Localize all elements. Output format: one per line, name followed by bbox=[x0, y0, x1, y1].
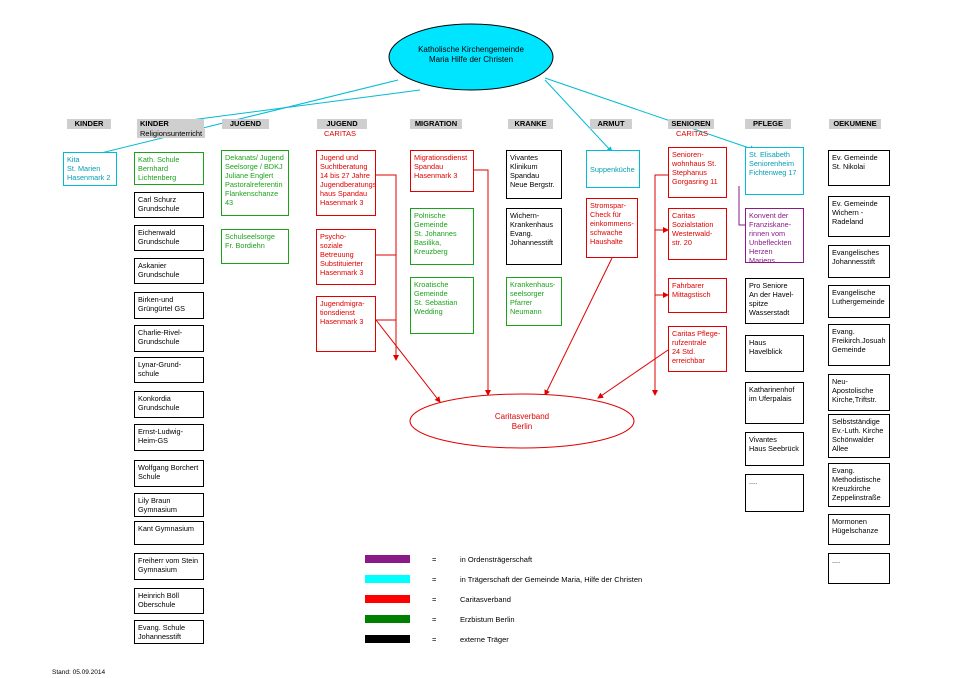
caritas-node-label: Caritasverband Berlin bbox=[494, 412, 550, 431]
box-pflege-more: .... bbox=[745, 474, 804, 512]
box-kita-st-marien: Kita St. Marien Hasenmark 2 bbox=[63, 152, 117, 186]
box-oekumene: Selbstständige Ev.-Luth. Kirche Schönwal… bbox=[828, 414, 890, 458]
caritas-ellipse bbox=[409, 393, 635, 449]
box-oekumene: Ev. Gemeinde Wichern - Radeland bbox=[828, 196, 890, 237]
box-krankenhausseelsorger: Krankenhaus- seelsorger Pfarrer Neumann bbox=[506, 277, 562, 326]
box-suppenkueche: Suppenküche bbox=[586, 150, 640, 188]
header-oekumene: OEKUMENE bbox=[829, 119, 881, 129]
box-school: Ernst-Ludwig- Heim-GS bbox=[134, 424, 204, 451]
box-school: Evang. Schule Johannesstift bbox=[134, 620, 204, 644]
legend-swatch-black bbox=[365, 635, 410, 643]
header-migration: MIGRATION bbox=[410, 119, 462, 129]
box-haus-havelblick: Haus Havelblick bbox=[745, 335, 804, 372]
legend-swatch-red bbox=[365, 595, 410, 603]
header-senioren-sub: CARITAS bbox=[676, 129, 708, 138]
box-migrationsdienst: Migrationsdienst Spandau Hasenmark 3 bbox=[410, 150, 474, 192]
box-school: Birken-und Grüngürtel GS bbox=[134, 292, 204, 319]
box-school: Charlie-Rivel- Grundschule bbox=[134, 325, 204, 352]
legend-label: in Ordensträgerschaft bbox=[460, 555, 533, 564]
link-senioren-to-caritas bbox=[652, 174, 668, 396]
header-pflege: PFLEGE bbox=[745, 119, 791, 129]
legend-eq: = bbox=[432, 595, 437, 604]
box-oekumene: Neu- Apostolische Kirche,Triftstr. bbox=[828, 374, 890, 411]
box-oekumene: Evang. Freikirch.Josuah Gemeinde bbox=[828, 324, 890, 366]
top-node-ellipse bbox=[388, 23, 554, 91]
box-kroatische-gemeinde: Kroatische Gemeinde St. Sebastian Weddin… bbox=[410, 277, 474, 334]
box-katharinenhof: Katharinenhof im Uferpalais bbox=[745, 382, 804, 424]
legend-label: Caritasverband bbox=[460, 595, 511, 604]
link-jmd-to-caritas bbox=[375, 319, 441, 403]
box-caritas-pflegerufzentrale: Caritas Pflege- rufzentrale 24 Std. erre… bbox=[668, 326, 727, 372]
box-school: Lily Braun Gymnasium bbox=[134, 493, 204, 517]
box-school: Lynar-Grund- schule bbox=[134, 357, 204, 383]
box-oekumene: Evang. Methodistische Kreuzkirche Zeppel… bbox=[828, 463, 890, 507]
box-fahrbarer-mittagstisch: Fahrbarer Mittagstisch bbox=[668, 278, 727, 313]
box-konvent-franziskanerinnen: Konvent der Franziskane- rinnen vom Unbe… bbox=[745, 208, 804, 265]
top-node-label: Katholische Kirchengemeinde Maria Hilfe … bbox=[418, 45, 524, 64]
link-migration-to-caritas bbox=[474, 169, 491, 396]
header-jugend-1: JUGEND bbox=[222, 119, 269, 129]
legend-eq: = bbox=[432, 615, 437, 624]
header-senioren: SENIOREN bbox=[668, 119, 714, 129]
box-polnische-gemeinde: Polnische Gemeinde St. Johannes Basilika… bbox=[410, 208, 474, 265]
legend-swatch-cyan bbox=[365, 575, 410, 583]
stand-date: Stand: 05.09.2014 bbox=[52, 669, 106, 676]
box-jugend-suchtberatung: Jugend und Suchtberatung 14 bis 27 Jahre… bbox=[316, 150, 376, 216]
header-jugend-2: JUGEND bbox=[317, 119, 367, 129]
box-school: Freiherr vom Stein Gymnasium bbox=[134, 553, 204, 580]
box-school: Heinrich Böll Oberschule bbox=[134, 588, 204, 614]
box-oekumene: .... bbox=[828, 553, 890, 584]
box-school: Wolfgang Borchert Schule bbox=[134, 460, 204, 487]
link-top-to-st-elisabeth bbox=[544, 77, 756, 152]
box-pro-seniore: Pro Seniore An der Havel- spitze Wassers… bbox=[745, 278, 804, 324]
box-school: Kant Gymnasium bbox=[134, 521, 204, 545]
legend-eq: = bbox=[432, 635, 437, 644]
legend-eq: = bbox=[432, 555, 437, 564]
link-top-to-kita bbox=[84, 79, 399, 159]
box-psychosoziale-betreuung: Psycho- soziale Betreuung Substituierter… bbox=[316, 229, 376, 285]
box-st-elisabeth: St. Elisabeth Seniorenheim Fichtenweg 17 bbox=[745, 147, 804, 195]
header-armut: ARMUT bbox=[590, 119, 632, 129]
legend-label: in Trägerschaft der Gemeinde Maria, Hilf… bbox=[460, 575, 643, 584]
box-jugendmigrationsdienst: Jugendmigra- tionsdienst Hasenmark 3 bbox=[316, 296, 376, 352]
legend-label: Erzbistum Berlin bbox=[460, 615, 515, 624]
box-school: Eichenwald Grundschule bbox=[134, 225, 204, 251]
box-vivantes-klinikum: Vivantes Klinikum Spandau Neue Bergstr. bbox=[506, 150, 562, 199]
link-pflege-konvent bbox=[738, 186, 746, 226]
box-seniorenwohnhaus: Senioren- wohnhaus St. Stephanus Gorgasr… bbox=[668, 147, 727, 198]
box-schulseelsorge: Schulseelsorge Fr. Bordiehn bbox=[221, 229, 289, 264]
box-oekumene: Ev. Gemeinde St. Nikolai bbox=[828, 150, 890, 186]
header-jugend-2-sub: CARITAS bbox=[324, 129, 356, 138]
link-stromspar-to-caritas bbox=[544, 257, 613, 396]
box-stromspar-check: Stromspar- Check für einkommens- schwach… bbox=[586, 198, 638, 258]
header-kranke: KRANKE bbox=[508, 119, 553, 129]
link-pflegeruf-to-caritas bbox=[597, 349, 669, 399]
box-school: Carl Schurz Grundschule bbox=[134, 192, 204, 218]
header-kinder-1: KINDER bbox=[67, 119, 111, 129]
box-school: Askanier Grundschule bbox=[134, 258, 204, 284]
box-vivantes-seebrueck: Vivantes Haus Seebrück bbox=[745, 432, 804, 466]
box-dekanats-jugend: Dekanats/ Jugend Seelsorge / BDKJ Julian… bbox=[221, 150, 289, 216]
box-school: Konkordia Grundschule bbox=[134, 391, 204, 418]
box-oekumene: Mormonen Hügelschanze bbox=[828, 514, 890, 545]
box-caritas-sozialstation: Caritas Sozialstation Westerwald- str. 2… bbox=[668, 208, 727, 260]
header-kinder-2-sub: Religionsunterricht bbox=[137, 129, 206, 138]
box-oekumene: Evangelische Luthergemeinde bbox=[828, 285, 890, 318]
link-jugend-to-caritas bbox=[376, 174, 399, 361]
legend-label: externe Träger bbox=[460, 635, 509, 644]
legend-swatch-purple bbox=[365, 555, 410, 563]
box-wichern-krankenhaus: Wichern- Krankenhaus Evang. Johannesstif… bbox=[506, 208, 562, 265]
box-school: Kath. Schule Bernhard Lichtenberg bbox=[134, 152, 204, 185]
legend-swatch-green bbox=[365, 615, 410, 623]
legend-eq: = bbox=[432, 575, 437, 584]
link-top-to-suppenkueche bbox=[544, 79, 613, 153]
box-oekumene: Evangelisches Johannesstift bbox=[828, 245, 890, 278]
header-kinder-2: KINDER bbox=[137, 119, 204, 129]
